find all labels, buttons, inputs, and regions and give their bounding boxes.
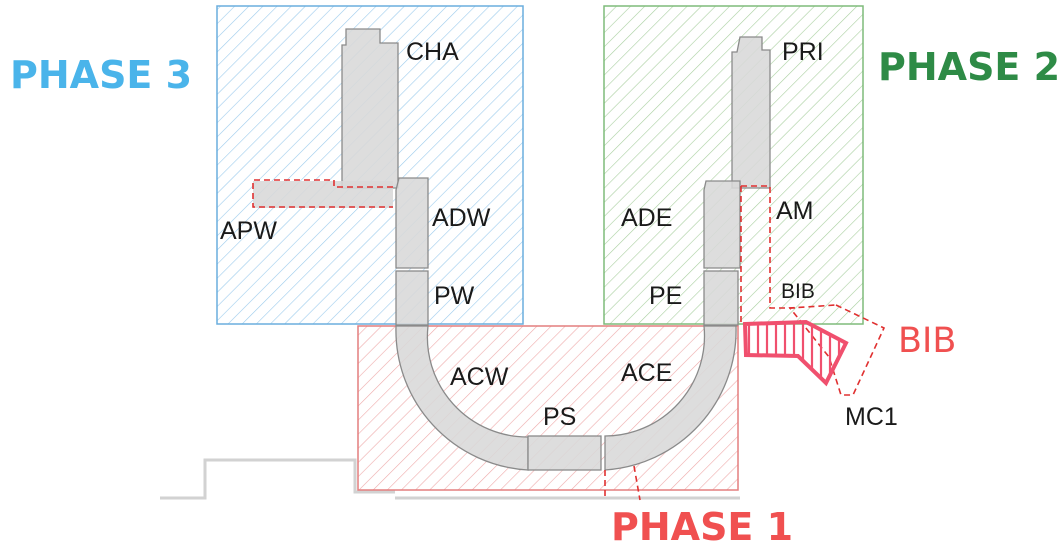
building-pe bbox=[703, 270, 739, 326]
label-apw: APW bbox=[220, 217, 277, 245]
label-ace: ACE bbox=[621, 359, 672, 387]
buildings bbox=[253, 28, 771, 471]
building-pw bbox=[395, 270, 429, 326]
mc1-outline bbox=[788, 304, 886, 396]
label-phase2: PHASE 2 bbox=[878, 45, 1060, 89]
building-cha bbox=[341, 28, 399, 189]
label-acw: ACW bbox=[450, 363, 509, 391]
building-ace bbox=[604, 325, 737, 471]
background-site-lines bbox=[160, 458, 740, 500]
label-mc1: MC1 bbox=[845, 403, 898, 431]
label-phase1: PHASE 1 bbox=[611, 505, 793, 549]
label-bib-large: BIB bbox=[898, 321, 956, 361]
label-phase3: PHASE 3 bbox=[10, 53, 192, 97]
dashed-outlines bbox=[252, 179, 886, 501]
building-ps bbox=[527, 435, 602, 471]
building-adw bbox=[395, 177, 429, 269]
label-ade: ADE bbox=[621, 204, 672, 232]
bib-highlight-area bbox=[742, 319, 849, 387]
building-pri bbox=[731, 36, 771, 189]
label-adw: ADW bbox=[432, 204, 491, 232]
label-pri: PRI bbox=[782, 38, 824, 66]
label-cha: CHA bbox=[406, 38, 459, 66]
label-pe: PE bbox=[649, 282, 682, 310]
label-bib-small: BIB bbox=[781, 280, 815, 303]
building-apw bbox=[253, 181, 393, 208]
building-ade bbox=[703, 180, 741, 269]
label-pw: PW bbox=[434, 282, 475, 310]
am-outline bbox=[741, 185, 798, 309]
label-ps: PS bbox=[543, 403, 576, 431]
label-am: AM bbox=[776, 197, 814, 225]
